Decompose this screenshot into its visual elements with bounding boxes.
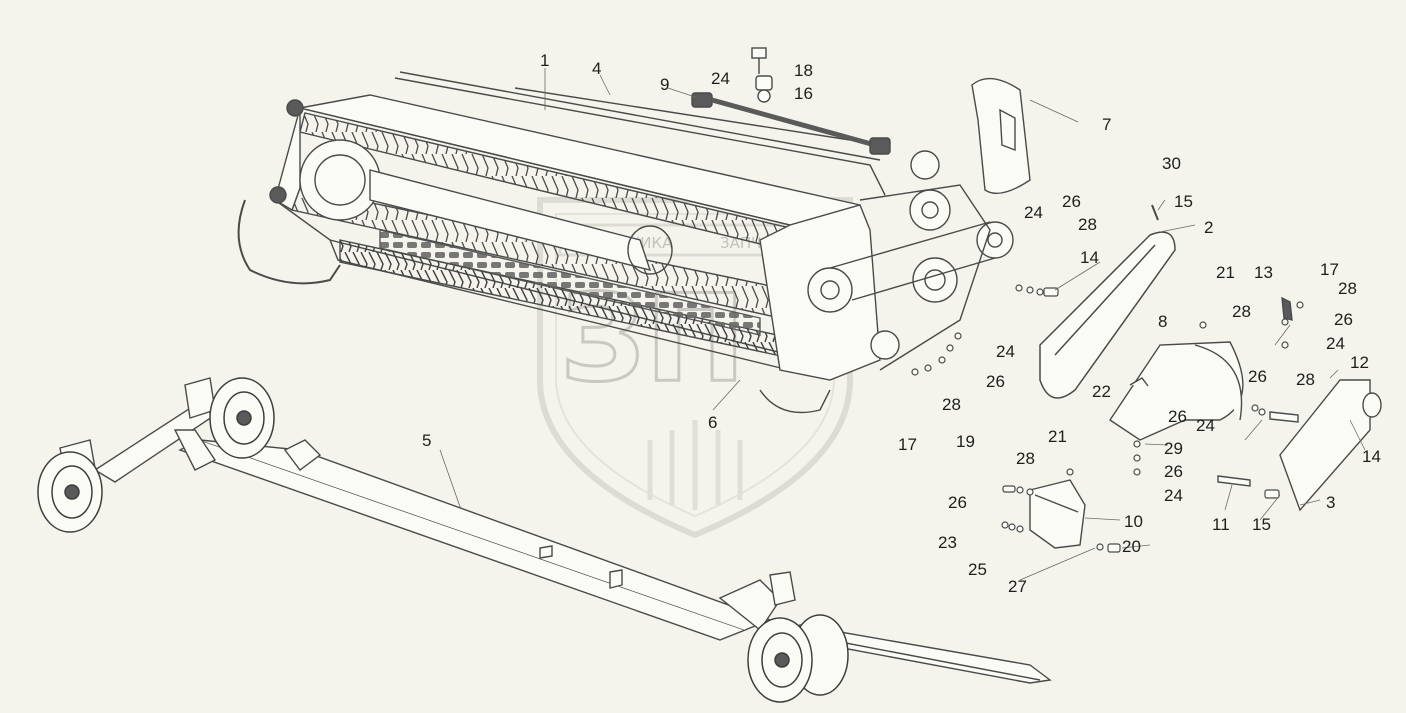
callout-24: 24 — [1196, 416, 1215, 435]
callout-30: 30 — [1162, 154, 1181, 173]
callout-6: 6 — [708, 413, 718, 432]
callout-28: 28 — [1078, 215, 1097, 234]
callout-26: 26 — [1168, 407, 1187, 426]
callout-21: 21 — [1216, 263, 1235, 282]
callout-12: 12 — [1350, 353, 1369, 372]
callout-24: 24 — [1164, 486, 1183, 505]
callout-8: 8 — [1158, 312, 1168, 331]
callout-28: 28 — [1232, 302, 1251, 321]
callout-10: 10 — [1124, 512, 1143, 531]
callout-22: 22 — [1092, 382, 1111, 401]
callout-18: 18 — [794, 61, 813, 80]
callout-2: 2 — [1204, 218, 1214, 237]
callout-19: 19 — [956, 432, 975, 451]
callout-20: 20 — [1122, 537, 1141, 556]
callout-28: 28 — [942, 395, 961, 414]
callout-24: 24 — [711, 69, 730, 88]
header-assembly — [237, 71, 1014, 414]
bracket-part-10 — [1029, 479, 1086, 549]
callout-4: 4 — [592, 59, 602, 78]
callout-26: 26 — [1334, 310, 1353, 329]
callout-14: 14 — [1080, 248, 1099, 267]
bracket-part-13 — [1281, 296, 1293, 321]
callout-9: 9 — [660, 75, 670, 94]
callout-15: 15 — [1252, 515, 1271, 534]
callout-13: 13 — [1254, 263, 1273, 282]
callout-27: 27 — [1008, 577, 1027, 596]
callout-25: 25 — [968, 560, 987, 579]
callout-28: 28 — [1016, 449, 1035, 468]
callout-24: 24 — [1024, 203, 1043, 222]
shield-part-7 — [971, 77, 1031, 194]
callout-26: 26 — [1164, 462, 1183, 481]
callout-11: 11 — [1212, 515, 1230, 534]
leader-lines — [439, 68, 1366, 581]
shield-part-8 — [1109, 341, 1244, 441]
callout-15: 15 — [1174, 192, 1193, 211]
callout-26: 26 — [1248, 367, 1267, 386]
callout-28: 28 — [1338, 279, 1357, 298]
callout-14: 14 — [1362, 447, 1381, 466]
callout-17: 17 — [1320, 260, 1339, 279]
callout-16: 16 — [794, 84, 813, 103]
callout-24: 24 — [1326, 334, 1345, 353]
callout-1: 1 — [540, 51, 550, 70]
plate-part-11 — [1217, 411, 1299, 487]
callout-29: 29 — [1164, 439, 1183, 458]
callout-3: 3 — [1326, 493, 1336, 512]
callout-26: 26 — [948, 493, 967, 512]
callout-23: 23 — [938, 533, 957, 552]
callout-28: 28 — [1296, 370, 1315, 389]
panel-part-3 — [1279, 379, 1382, 512]
callout-5: 5 — [422, 431, 432, 450]
callout-26: 26 — [986, 372, 1005, 391]
drive-shaft — [691, 47, 891, 155]
callout-7: 7 — [1102, 115, 1112, 134]
fasteners — [911, 284, 1304, 553]
callout-21: 21 — [1048, 427, 1067, 446]
callout-24: 24 — [996, 342, 1015, 361]
callout-26: 26 — [1062, 192, 1081, 211]
trailer-part-5 — [59, 377, 1052, 684]
callout-17: 17 — [898, 435, 917, 454]
trailer-wheels — [37, 377, 849, 703]
